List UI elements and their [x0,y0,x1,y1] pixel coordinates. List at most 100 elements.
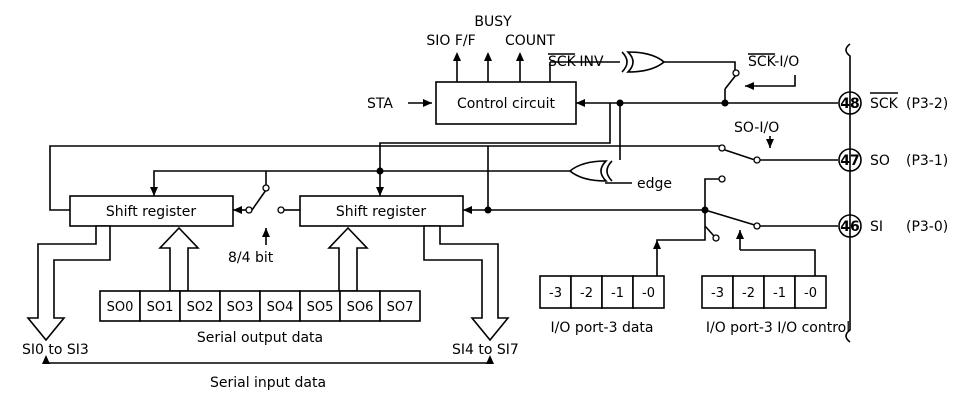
sck-io-control [745,75,796,87]
bit-select-arrowhead [262,228,270,237]
port-data-link [656,226,706,276]
pin-so: 47 SO (P3-1) [838,148,948,172]
serial-output-cell [219,290,261,322]
junction-dots [376,99,729,214]
serial-output-cell-label: SO6 [347,300,374,315]
si-shift-arrowhead [463,206,472,214]
sio-ff-label: SIO F/F [426,33,475,49]
bit-switch-blade [251,189,267,211]
si-high-label: SI4 to SI7 [452,342,519,358]
si-up-branch [704,178,720,210]
serial-output-cell [179,290,221,322]
xor-gate-sck [621,51,666,73]
port-control-cell [794,275,827,309]
sio-ff-arrowhead [453,52,461,61]
si-down-branch [704,210,715,237]
switch-contact [277,206,285,214]
switch-contact [245,206,253,214]
pin-name: SI [870,219,883,235]
si-low-arrowhead [42,355,50,364]
switch-contact [712,234,720,242]
switch-contact [732,69,740,77]
pin-port: (P3-0) [906,219,948,235]
so-io-label: SO-I/O [734,120,779,136]
sck-xor-out [662,61,736,72]
port-data-arrowhead [653,240,661,249]
busy-label: BUSY [474,14,512,30]
port-control-register: -3 -2 -1 -0 [701,275,827,309]
so-switch-blade [724,149,756,161]
serial-output-register: SO0 SO1 SO2 SO3 SO4 SO5 SO6 SO7 [99,290,421,322]
serial-output-cell-label: SO3 [227,300,254,315]
junction-dot [701,206,709,214]
shift-register-left [69,195,234,227]
pin-name: SO [870,153,890,169]
port-data-label: I/O port-3 data [551,320,654,336]
package-edge [845,43,851,343]
sck-inv-label: SCK-INV [548,54,604,70]
si-low-label: SI0 to SI3 [22,342,89,358]
shift-left-clock-arrowhead [150,187,158,196]
port-control-link [740,249,816,276]
port-control-cell [763,275,796,309]
bus-arrow-down-right [423,225,510,342]
serial-output-cell [99,290,141,322]
pin-port: (P3-1) [906,153,948,169]
shift-register-left-label: Shift register [106,204,197,220]
junction-dot [376,167,384,175]
port-data-cell-label: -2 [580,286,593,301]
edge-label: edge [637,176,672,192]
busy-arrowhead [484,52,492,61]
sta-label: STA [367,96,393,112]
port-control-cell-label: -0 [804,286,817,301]
serial-output-cell [339,290,381,322]
serial-output-cell-label: SO2 [187,300,214,315]
port-data-cell [601,275,634,309]
xor-gate-edge [568,160,613,182]
arrowheads [42,52,774,364]
serial-output-cell-label: SO4 [267,300,294,315]
serial-output-cell [379,290,421,322]
serial-input-label: Serial input data [210,375,326,391]
shift-right-clock-arrowhead [376,187,384,196]
serial-output-cell-label: SO1 [147,300,174,315]
shift-register-right-label: Shift register [336,204,427,220]
bus-arrow-down-left [26,225,111,342]
si-high-arrowhead [486,355,494,364]
shift-register-right [299,195,464,227]
pin-sck: 48 SCK (P3-2) [838,91,948,115]
bus-arrow-up-left [158,226,200,292]
bit-select-label: 8/4 bit [228,250,274,266]
control-circuit-label: Control circuit [457,96,556,112]
sta-arrowhead [423,99,432,107]
si-switch-blade [704,209,759,227]
so-io-arrowhead [766,139,774,148]
serial-output-cell-label: SO0 [107,300,134,315]
switch-contact [262,184,270,192]
sck-arrowhead [576,99,585,107]
count-label: COUNT [505,33,556,49]
serial-output-cell-label: SO7 [387,300,414,315]
switch-contacts [245,69,761,242]
port-data-cell-label: -1 [611,286,624,301]
switch-contact [753,156,761,164]
junction-dot [721,99,729,107]
port-control-cell-label: -3 [711,286,724,301]
serial-output-cell-label: SO5 [307,300,334,315]
port-control-cell-label: -1 [773,286,786,301]
junction-dot [484,206,492,214]
port-data-cell-label: -3 [549,286,562,301]
sck-switch-blade [724,74,737,90]
sck-io-label: SCK-I/O [748,54,799,70]
control-circuit-box [435,81,577,125]
port-control-cell [701,275,734,309]
bus-arrow-up-right [327,226,369,292]
switch-contact [718,144,726,152]
pin-name: SCK [870,96,899,112]
pin-si: 46 SI (P3-0) [838,214,948,238]
port-control-cell-label: -2 [742,286,755,301]
port-data-cell [632,275,665,309]
port-data-register: -3-2-1-0 [539,275,665,309]
clock-to-shift-left [153,170,570,196]
